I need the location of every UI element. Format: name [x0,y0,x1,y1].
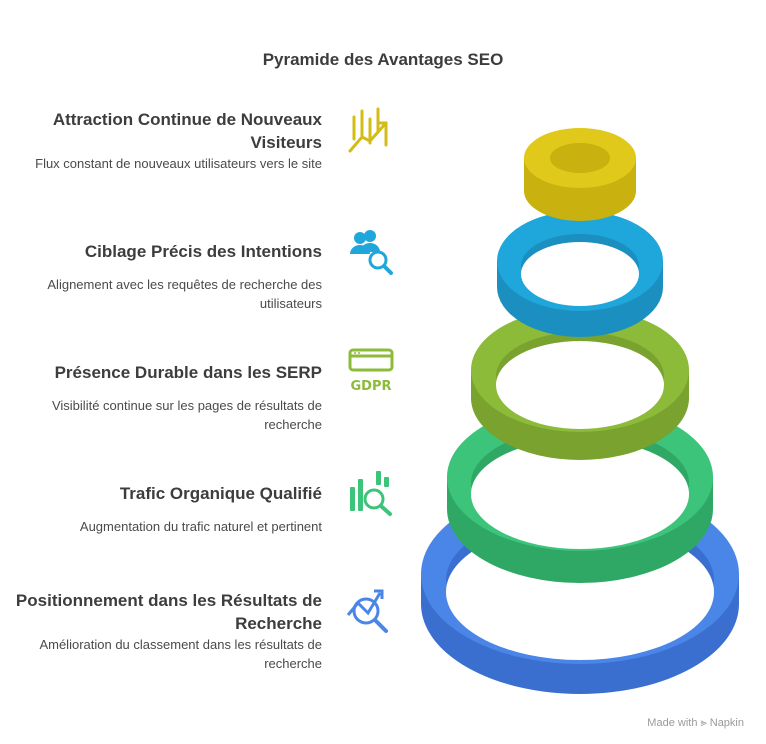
benefit-positionnement: Positionnement dans les Résultats de Rec… [2,589,322,673]
brand-watermark: Made with ⪢ Napkin [647,717,744,729]
benefit-description: Amélioration du classement dans les résu… [39,637,322,671]
gdpr-window-icon: GDPR [348,348,394,394]
user-search-icon [350,230,393,275]
benefit-description: Augmentation du trafic naturel et pertin… [79,519,322,534]
analytics-search-icon [350,471,392,516]
page-title: Pyramide des Avantages SEO [262,50,504,69]
ring-ciblage [497,211,663,337]
benefit-presence: Présence Durable dans les SERP Visibilit… [2,361,322,434]
ring-attraction [524,128,636,221]
benefit-ciblage: Ciblage Précis des Intentions Alignement… [2,240,322,313]
benefit-heading: Attraction Continue de Nouveaux Visiteur… [52,110,322,152]
ring-presence [471,308,689,460]
trend-search-icon [346,589,388,633]
gdpr-label: GDPR [351,379,392,394]
benefit-description: Visibilité continue sur les pages de rés… [51,398,322,432]
ring-trafic [447,403,713,583]
benefit-description: Flux constant de nouveaux utilisateurs v… [35,156,322,171]
benefit-trafic: Trafic Organique Qualifié Augmentation d… [2,482,322,536]
benefit-heading: Ciblage Précis des Intentions [84,242,322,261]
benefit-heading: Positionnement dans les Résultats de Rec… [15,591,322,633]
benefit-heading: Trafic Organique Qualifié [119,484,322,503]
benefit-attraction: Attraction Continue de Nouveaux Visiteur… [2,108,322,173]
benefit-heading: Présence Durable dans les SERP [54,363,322,382]
benefit-description: Alignement avec les requêtes de recherch… [47,277,322,311]
growth-chart-icon [348,107,388,153]
